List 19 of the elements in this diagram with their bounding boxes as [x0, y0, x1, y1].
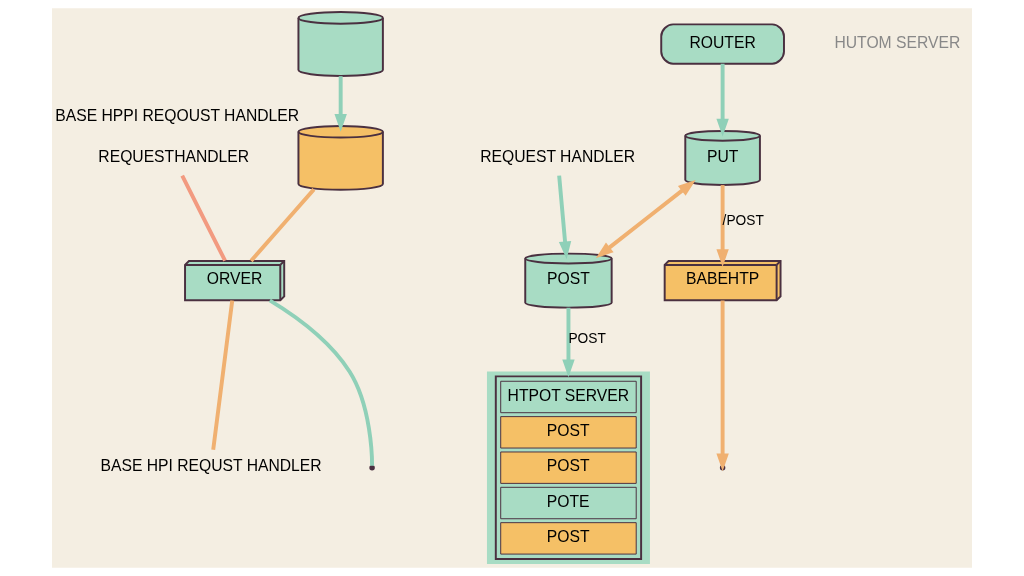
- label: HUTOM SERVER: [834, 33, 961, 51]
- arrow: [716, 185, 729, 267]
- arrow: [334, 76, 347, 132]
- connector: [211, 300, 235, 450]
- node-text: REQUEST HANDLER: [480, 147, 636, 165]
- node-text: BASE HPI REQUST HANDLER: [100, 457, 322, 475]
- arrow: [557, 175, 572, 260]
- arrow: [595, 179, 696, 259]
- connector: [249, 188, 316, 263]
- node-box: HTPOT SERVER POST POST POTE POST: [486, 371, 650, 564]
- arrow: [562, 307, 575, 378]
- arrow: [716, 63, 729, 137]
- node-box: ROUTER: [660, 23, 785, 65]
- connector: [268, 298, 375, 466]
- node-label: BASE HPPI REQOUST HANDLER: [55, 106, 300, 124]
- connector: [180, 174, 227, 262]
- edge-label: /POST: [722, 213, 764, 229]
- node-text: REQUESTHANDLER: [98, 147, 250, 165]
- edge-label: POST: [568, 331, 606, 347]
